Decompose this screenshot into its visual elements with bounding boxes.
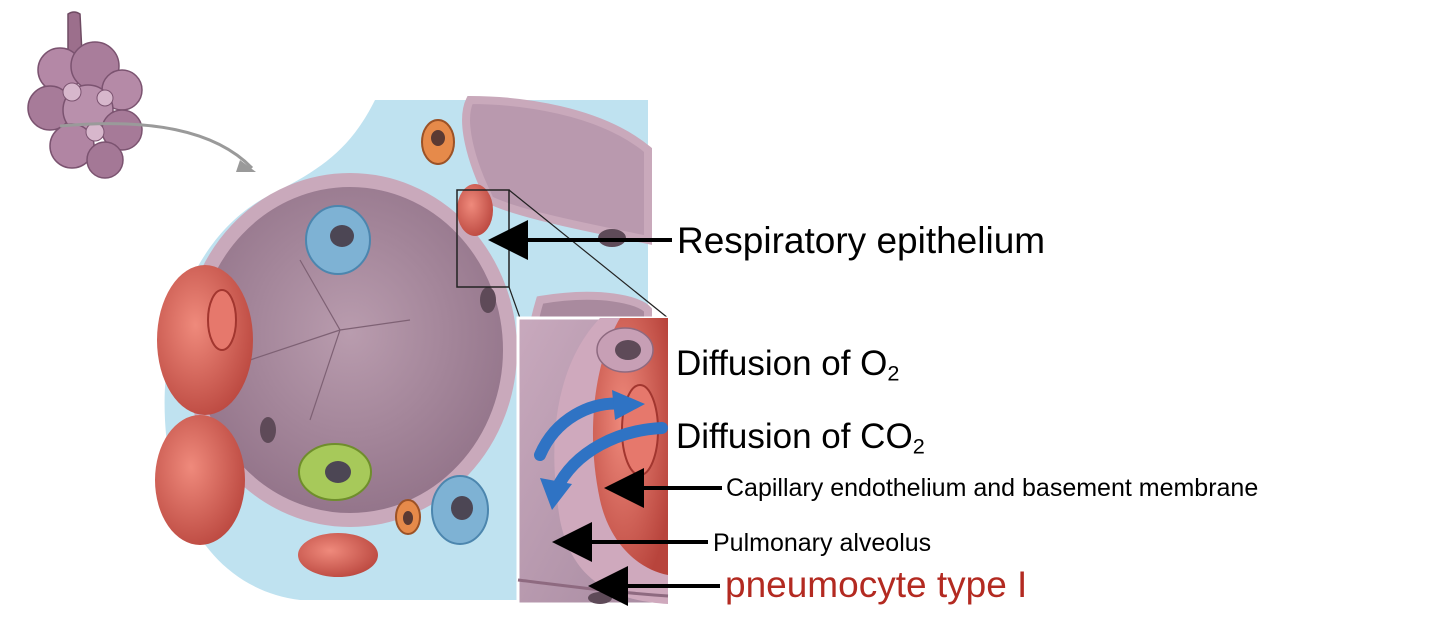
- alveolar-sac-icon: [27, 11, 143, 179]
- label-diffusion-co2-sub: 2: [912, 433, 925, 459]
- label-diffusion-co2-text: Diffusion of CO: [676, 417, 913, 456]
- label-diffusion-co2: Diffusion of CO2: [676, 417, 925, 459]
- label-respiratory-epithelium: Respiratory epithelium: [677, 220, 1046, 261]
- label-diffusion-o2: Diffusion of O2: [676, 344, 899, 386]
- diffusion-arrows: [534, 390, 668, 510]
- inset-detail: [516, 316, 670, 606]
- label-pneumocyte-type-1: pneumocyte type I: [725, 564, 1028, 605]
- zoom-arrow: [59, 122, 254, 170]
- label-diffusion-o2-text: Diffusion of O: [676, 344, 888, 383]
- label-diffusion-o2-sub: 2: [887, 360, 900, 386]
- label-pulmonary-alveolus: Pulmonary alveolus: [713, 529, 932, 557]
- label-capillary-endothelium: Capillary endothelium and basement membr…: [726, 474, 1259, 502]
